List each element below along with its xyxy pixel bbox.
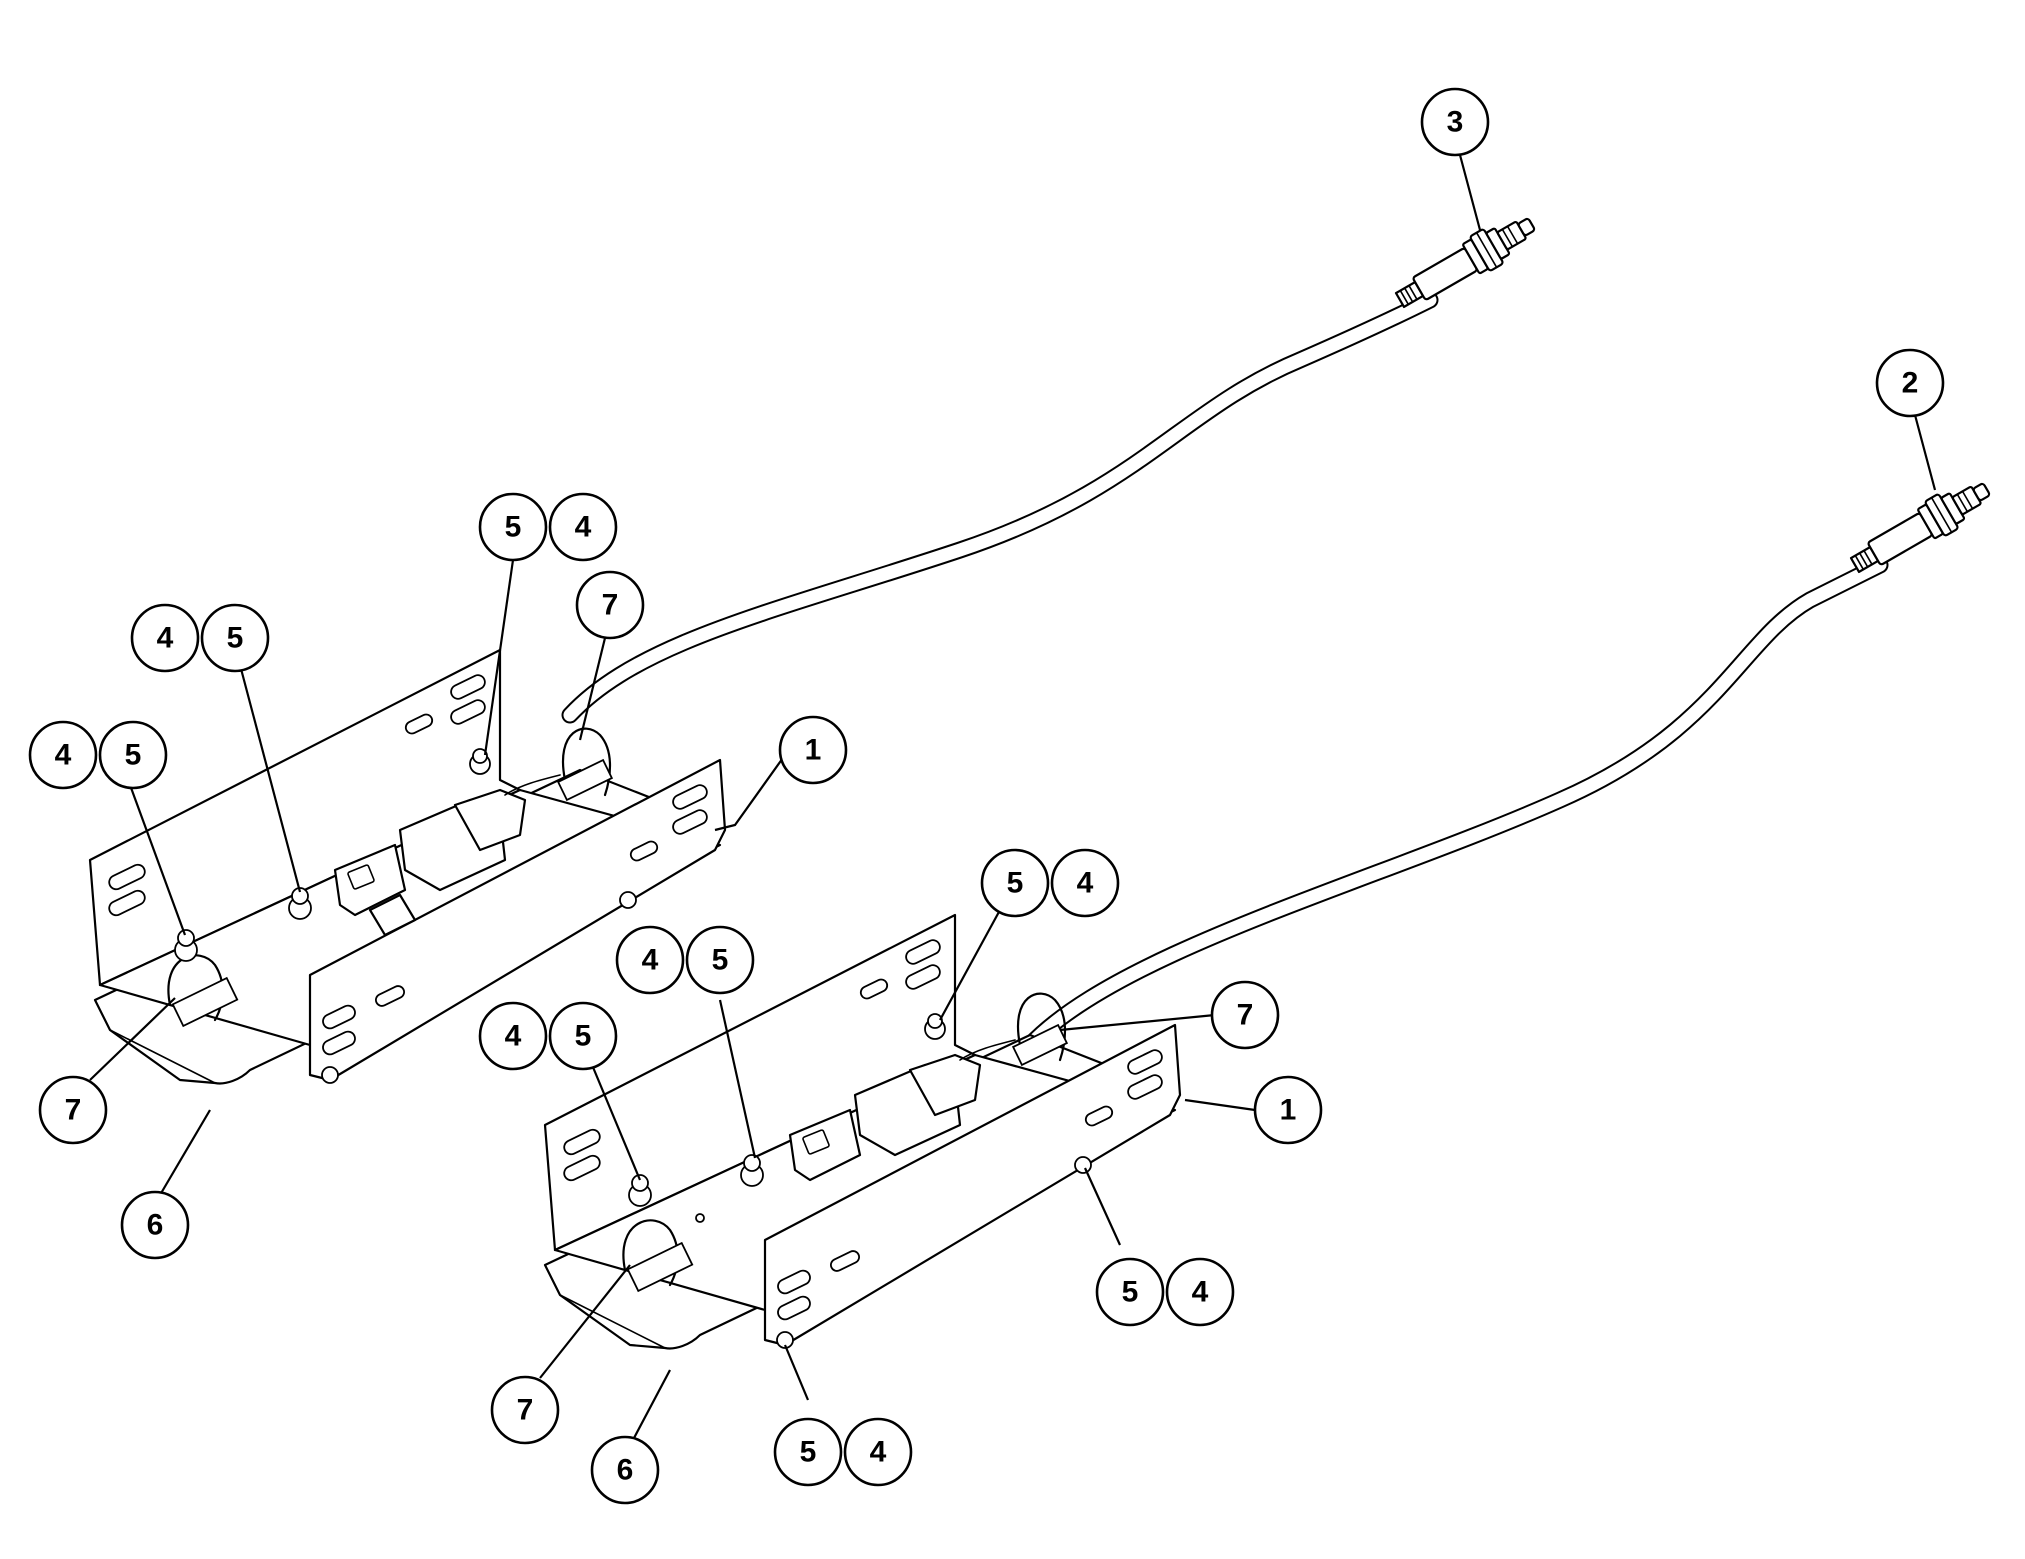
svg-text:7: 7 bbox=[65, 1094, 82, 1127]
svg-text:4: 4 bbox=[1192, 1276, 1209, 1309]
callout-5: 5 bbox=[685, 925, 755, 995]
callout-4: 4 bbox=[1165, 1257, 1235, 1327]
svg-text:4: 4 bbox=[157, 622, 174, 655]
callout-5: 5 bbox=[548, 1001, 618, 1071]
callout-4: 4 bbox=[28, 720, 98, 790]
svg-text:3: 3 bbox=[1447, 106, 1464, 139]
svg-text:4: 4 bbox=[870, 1436, 887, 1469]
svg-text:6: 6 bbox=[617, 1454, 634, 1487]
callout-5: 5 bbox=[478, 492, 548, 562]
callout-5: 5 bbox=[980, 848, 1050, 918]
svg-text:4: 4 bbox=[505, 1020, 522, 1053]
svg-text:6: 6 bbox=[147, 1209, 164, 1242]
svg-text:5: 5 bbox=[227, 622, 244, 655]
bracket-assembly-right bbox=[543, 913, 1182, 1350]
svg-text:7: 7 bbox=[517, 1394, 534, 1427]
svg-text:5: 5 bbox=[800, 1436, 817, 1469]
callout-5: 5 bbox=[773, 1417, 843, 1487]
sensor-cable-upper bbox=[561, 291, 1439, 724]
svg-text:4: 4 bbox=[575, 511, 592, 544]
svg-text:1: 1 bbox=[1280, 1094, 1297, 1127]
svg-text:5: 5 bbox=[712, 944, 729, 977]
svg-text:5: 5 bbox=[125, 739, 142, 772]
callout-5: 5 bbox=[1095, 1257, 1165, 1327]
callout-4: 4 bbox=[843, 1417, 913, 1487]
callout-4: 4 bbox=[615, 925, 685, 995]
callout-2: 2 bbox=[1875, 348, 1945, 418]
svg-text:4: 4 bbox=[55, 739, 72, 772]
svg-text:5: 5 bbox=[1007, 867, 1024, 900]
svg-text:7: 7 bbox=[602, 589, 619, 622]
callout-5: 5 bbox=[98, 720, 168, 790]
callout-4: 4 bbox=[1050, 848, 1120, 918]
leader-lines bbox=[89, 154, 1937, 1456]
callout-5: 5 bbox=[200, 603, 270, 673]
svg-text:2: 2 bbox=[1902, 367, 1919, 400]
sensor-cable-lower bbox=[1021, 556, 1889, 1054]
svg-text:4: 4 bbox=[1077, 867, 1094, 900]
callout-4: 4 bbox=[478, 1001, 548, 1071]
callout-7: 7 bbox=[490, 1375, 560, 1445]
callout-6: 6 bbox=[590, 1435, 660, 1505]
svg-text:5: 5 bbox=[1122, 1276, 1139, 1309]
callout-6: 6 bbox=[120, 1190, 190, 1260]
bracket-assembly-left bbox=[88, 648, 727, 1085]
callout-7: 7 bbox=[1210, 980, 1280, 1050]
callout-1: 1 bbox=[778, 715, 848, 785]
svg-text:1: 1 bbox=[805, 734, 822, 767]
callout-4: 4 bbox=[130, 603, 200, 673]
callout-3: 3 bbox=[1420, 87, 1490, 157]
oxygen-sensor-lower bbox=[1849, 482, 1991, 574]
svg-text:7: 7 bbox=[1237, 999, 1254, 1032]
callout-7: 7 bbox=[575, 570, 645, 640]
callout-4: 4 bbox=[548, 492, 618, 562]
oxygen-sensor-upper bbox=[1394, 217, 1536, 309]
svg-text:5: 5 bbox=[505, 511, 522, 544]
callout-1: 1 bbox=[1253, 1075, 1323, 1145]
callout-7: 7 bbox=[38, 1075, 108, 1145]
svg-text:5: 5 bbox=[575, 1020, 592, 1053]
svg-text:4: 4 bbox=[642, 944, 659, 977]
